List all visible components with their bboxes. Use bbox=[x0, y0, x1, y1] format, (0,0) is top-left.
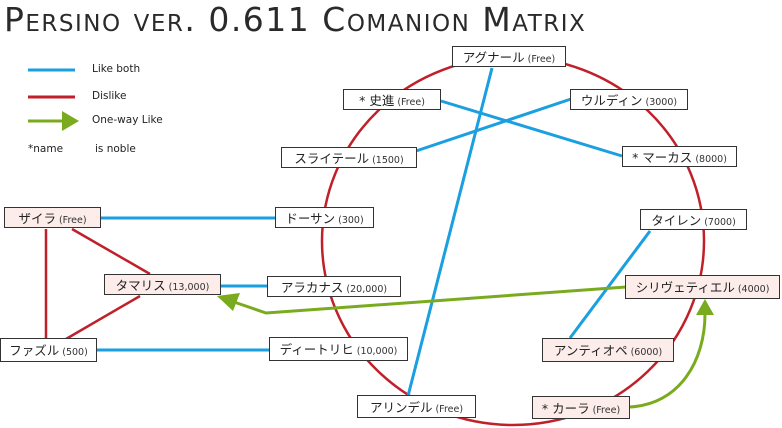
node-arindel: アリンデル(Free) bbox=[357, 395, 476, 418]
node-marcus: * マーカス(8000) bbox=[622, 146, 737, 167]
legend-like-both: Like both bbox=[92, 63, 141, 75]
node-cost: (3000) bbox=[645, 97, 678, 108]
node-siri: シリヴェティエル(4000) bbox=[625, 275, 780, 299]
like-tailen-antiope bbox=[568, 230, 652, 339]
node-name: * マーカス bbox=[632, 150, 693, 165]
node-name: タマリス bbox=[115, 278, 166, 293]
node-tailen: タイレン(7000) bbox=[640, 209, 747, 230]
node-name: ザイラ bbox=[18, 211, 56, 226]
node-zaira: ザイラ(Free) bbox=[4, 207, 101, 228]
oneway-kara-siri bbox=[628, 313, 707, 409]
node-cost: (Free) bbox=[397, 97, 425, 108]
node-antiope: アンティオペ(6000) bbox=[542, 338, 674, 362]
node-cost: (Free) bbox=[435, 404, 464, 415]
node-cost: (Free) bbox=[58, 215, 87, 226]
node-shishin: * 史進(Free) bbox=[343, 89, 441, 110]
page-title: Persino ver. 0.611 Comanion Matrix bbox=[4, 0, 587, 39]
node-agnar: アグナール(Free) bbox=[452, 46, 566, 67]
node-name: ディートリヒ bbox=[279, 342, 354, 357]
node-name: アンティオペ bbox=[553, 343, 628, 358]
node-cost: (300) bbox=[338, 215, 364, 226]
node-dosan: ドーサン(300) bbox=[275, 207, 374, 228]
node-cost: (500) bbox=[62, 347, 88, 358]
node-cost: (6000) bbox=[630, 347, 663, 358]
node-cost: (10,000) bbox=[356, 346, 398, 357]
node-name: スライテール bbox=[294, 151, 370, 166]
node-name: アリンデル bbox=[369, 400, 433, 415]
node-name: タイレン bbox=[651, 213, 702, 228]
node-name: ウルディン bbox=[580, 93, 643, 108]
node-name: シリヴェティエル bbox=[635, 280, 735, 295]
node-fazul: ファズル(500) bbox=[0, 338, 97, 362]
legend-dislike: Dislike bbox=[92, 90, 127, 102]
node-tamaris: タマリス(13,000) bbox=[104, 274, 221, 295]
arrowhead-siri-icon bbox=[696, 299, 714, 315]
node-cost: (1500) bbox=[372, 155, 404, 166]
like-agnar-arindel bbox=[406, 67, 494, 397]
dislike-ring bbox=[320, 55, 706, 427]
legend-one-way: One-way Like bbox=[92, 114, 163, 126]
node-dietrich: ディートリヒ(10,000) bbox=[269, 337, 408, 361]
node-cost: (4000) bbox=[737, 284, 770, 295]
node-cost: (13,000) bbox=[168, 282, 210, 293]
node-name: アラカナス bbox=[280, 280, 344, 295]
node-cost: (Free) bbox=[592, 405, 621, 416]
node-cost: (20,000) bbox=[346, 284, 388, 295]
legend-arrow-icon bbox=[62, 111, 79, 131]
node-name: ドーサン bbox=[285, 211, 336, 226]
dislike-zaira-tamaris bbox=[71, 227, 151, 276]
node-name: ファズル bbox=[9, 343, 60, 358]
dislike-tamaris-fazul bbox=[65, 294, 141, 341]
oneway-siri-tamaris bbox=[233, 285, 627, 315]
node-cost: (7000) bbox=[704, 217, 736, 228]
arrowhead-tamaris-icon bbox=[217, 293, 240, 311]
legend-noble-desc: is noble bbox=[95, 143, 136, 155]
like-slytail-uldin bbox=[415, 97, 572, 153]
node-cost: (8000) bbox=[695, 154, 727, 165]
node-slytail: スライテール(1500) bbox=[281, 147, 417, 168]
like-shishin-marcus bbox=[440, 99, 623, 158]
node-uldin: ウルディン(3000) bbox=[570, 89, 688, 110]
node-arakanas: アラカナス(20,000) bbox=[267, 276, 401, 297]
node-name: アグナール bbox=[462, 50, 525, 65]
legend-noble-key: *name bbox=[28, 143, 64, 155]
node-kara: * カーラ(Free) bbox=[532, 396, 630, 419]
node-name: * 史進 bbox=[359, 93, 395, 108]
node-cost: (Free) bbox=[527, 54, 556, 65]
node-name: * カーラ bbox=[541, 401, 590, 416]
